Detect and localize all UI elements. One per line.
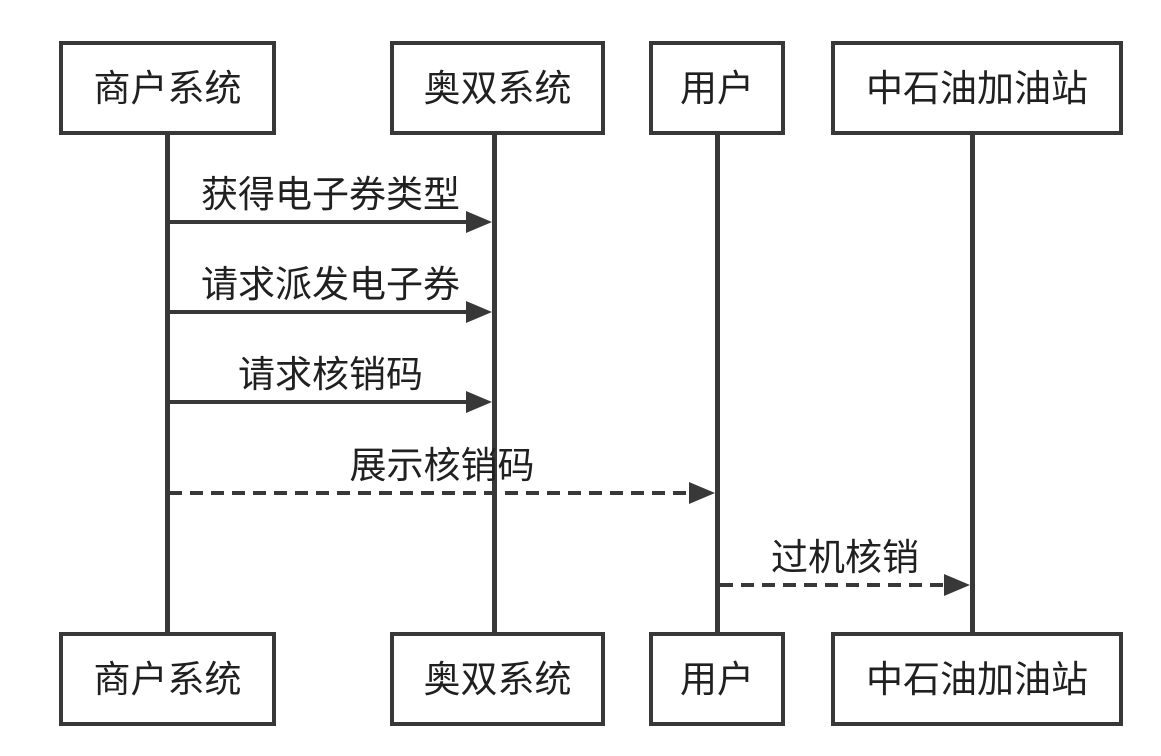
arrowhead-right-icon	[466, 211, 492, 233]
lifeline-merchant-system	[165, 131, 170, 634]
lifeline-user	[715, 131, 720, 634]
participant-user-bottom: 用户	[649, 632, 785, 726]
participant-label: 奥双系统	[423, 66, 572, 110]
participant-merchant-system-bottom: 商户系统	[59, 632, 276, 726]
participant-petrochina-gas-station-bottom: 中石油加油站	[831, 632, 1123, 726]
participant-label: 奥双系统	[423, 657, 572, 701]
message-4-line	[169, 491, 689, 495]
message-1-label: 获得电子券类型	[201, 173, 460, 216]
arrowhead-right-icon	[689, 482, 715, 504]
lifeline-petrochina-gas-station	[970, 131, 975, 634]
participant-label: 商户系统	[93, 66, 242, 110]
arrowhead-right-icon	[944, 574, 970, 596]
participant-label: 商户系统	[93, 657, 242, 701]
arrowhead-right-icon	[466, 301, 492, 323]
message-5-label: 过机核销	[771, 536, 919, 579]
participant-aoshuang-system-top: 奥双系统	[390, 41, 605, 135]
participant-user-top: 用户	[649, 41, 785, 135]
participant-label: 中石油加油站	[866, 657, 1088, 701]
participant-label: 中石油加油站	[866, 66, 1088, 110]
message-3-label: 请求核销码	[238, 353, 423, 396]
message-4-label: 展示核销码	[349, 444, 535, 487]
participant-aoshuang-system-bottom: 奥双系统	[390, 632, 605, 726]
message-5-line	[720, 583, 944, 587]
participant-petrochina-gas-station-top: 中石油加油站	[831, 41, 1123, 135]
participant-label: 用户	[680, 657, 754, 701]
message-3-line	[169, 400, 466, 404]
lifeline-aoshuang-system	[492, 131, 497, 634]
message-1-line	[169, 220, 466, 224]
message-2-line	[169, 310, 466, 314]
participant-merchant-system-top: 商户系统	[59, 41, 276, 135]
message-2-label: 请求派发电子券	[201, 263, 460, 306]
participant-label: 用户	[680, 66, 754, 110]
arrowhead-right-icon	[466, 391, 492, 413]
